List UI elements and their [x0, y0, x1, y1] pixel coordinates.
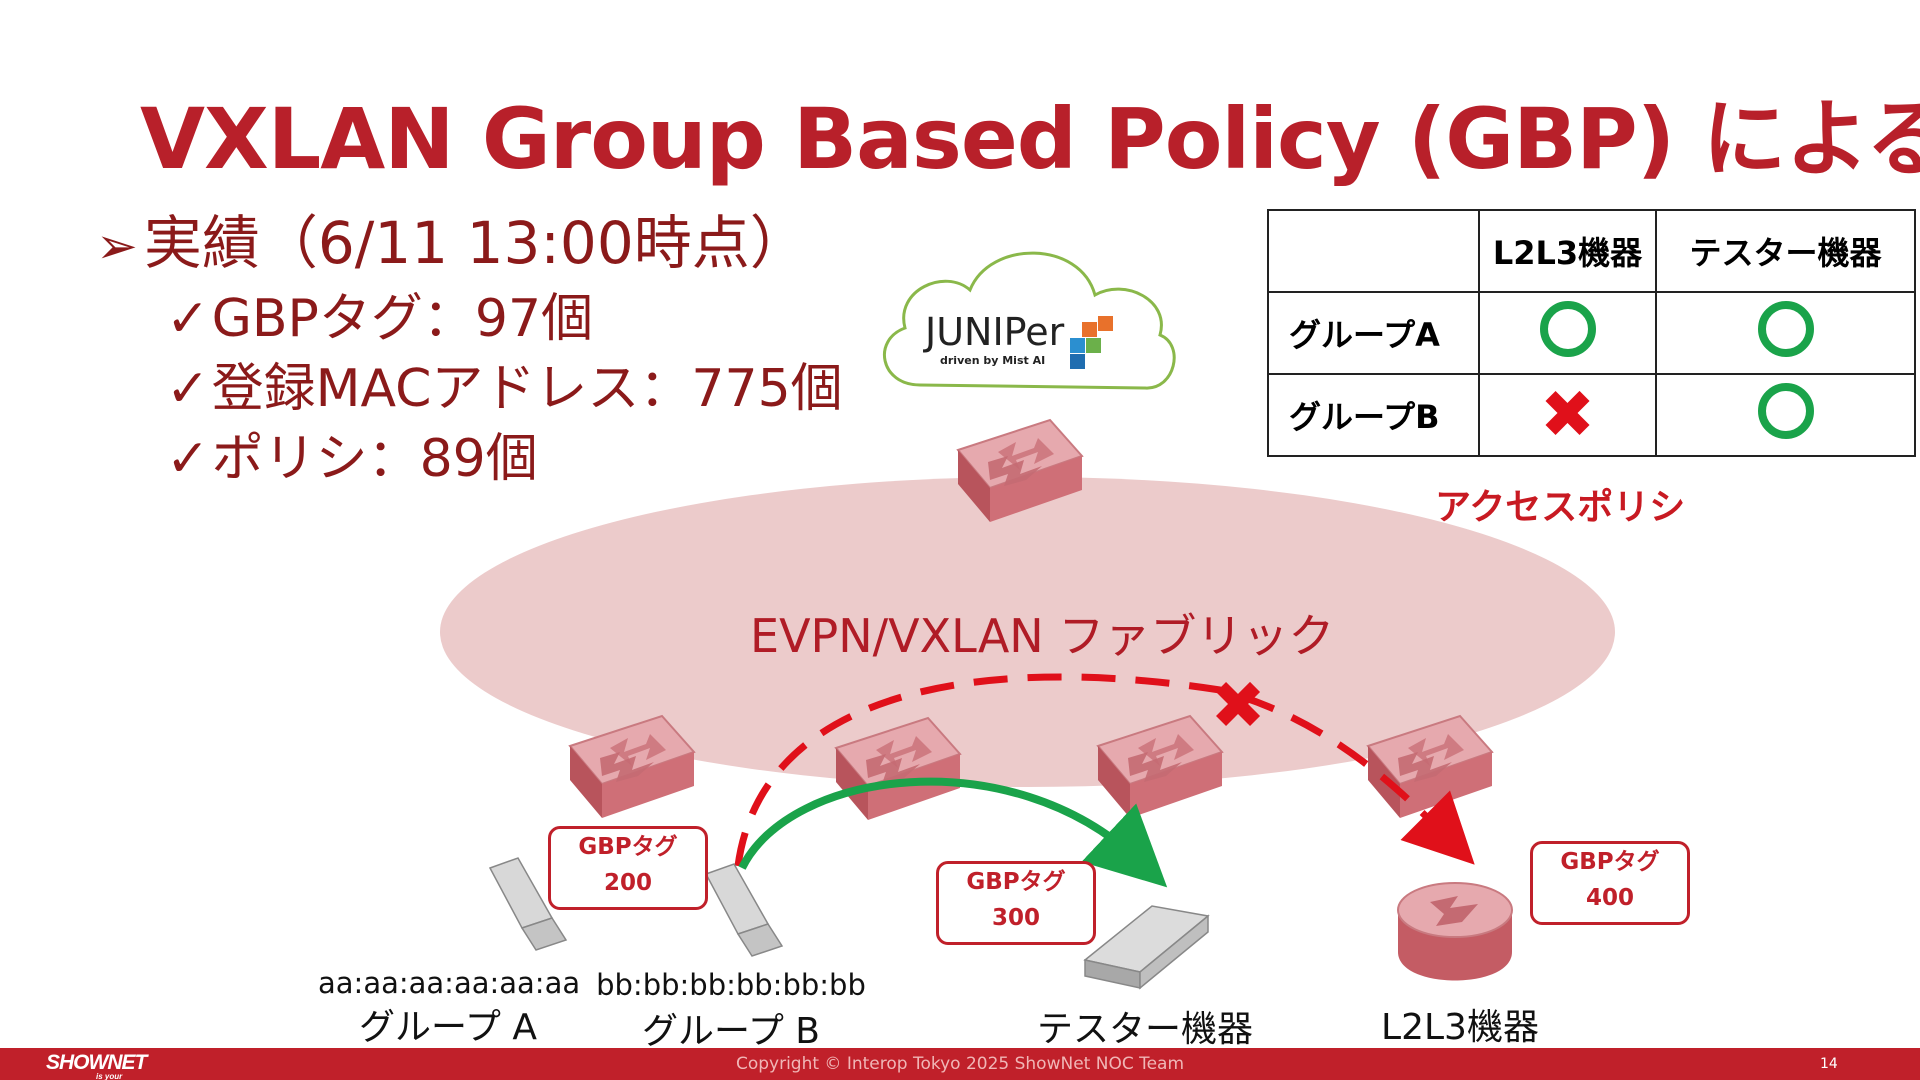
tag-label: GBPタグ [966, 869, 1066, 895]
gbp-tag-box: GBPタグ 200 [548, 826, 708, 910]
shownet-logo: SHOWNET is your network. [46, 1051, 147, 1080]
access-policy-table: L2L3機器 テスター機器 グループA グループB ✖ [1267, 209, 1916, 457]
group-a-label: グループ A [359, 1007, 537, 1048]
deny-cross-icon: ✖ [1539, 376, 1596, 453]
logo-tagline: is your network. [96, 1072, 123, 1080]
bullet-main-text: 実績（6/11 13:00時点） [143, 209, 808, 277]
bullet-item-text: GBPタグ：97個 [211, 289, 594, 349]
footer-copyright: Copyright © Interop Tokyo 2025 ShowNet N… [735, 1054, 1185, 1074]
allow-circle-icon [1539, 301, 1596, 357]
spine-switch-icon [957, 419, 1083, 523]
deny-cross-icon: ✖ [1210, 667, 1265, 744]
allow-circle-icon [1757, 383, 1814, 439]
policy-caption: アクセスポリシ [1435, 487, 1686, 528]
bullet-main: ➢実績（6/11 13:00時点） [96, 205, 843, 284]
table-header-cell: テスター機器 [1655, 209, 1916, 293]
tester-label: テスター機器 [1036, 1009, 1253, 1050]
table-header-row: L2L3機器 テスター機器 [1267, 209, 1916, 293]
table-header-cell [1267, 209, 1480, 293]
laptop-icon [488, 857, 568, 951]
cloud-brand: JUNIPer [923, 310, 1065, 354]
gbp-tag-box: GBPタグ 300 [936, 861, 1096, 945]
bullet-item: ✓GBPタグ：97個 [96, 284, 843, 354]
leaf-switch-icon [569, 715, 695, 819]
table-cell [1655, 291, 1916, 375]
l2l3-label: L2L3機器 [1381, 1007, 1539, 1048]
row-label: グループB [1267, 373, 1480, 457]
group-a-mac: aa:aa:aa:aa:aa:aa [318, 966, 581, 1000]
bullet-item: ✓登録MACアドレス：775個 [96, 354, 843, 424]
juniper-logo-icon [1070, 316, 1113, 369]
slide-title: VXLAN Group Based Policy (GBP) による制御 [140, 90, 1920, 188]
table-header-cell: L2L3機器 [1478, 209, 1657, 293]
bullet-item-text: ポリシ：89個 [211, 429, 538, 489]
bullet-item: ✓ポリシ：89個 [96, 424, 843, 494]
leaf-switch-icon [835, 717, 961, 821]
table-row: グループA [1267, 291, 1916, 375]
tag-label: GBPタグ [1560, 849, 1660, 875]
bullet-item-text: 登録MACアドレス：775個 [211, 359, 843, 419]
group-b-mac: bb:bb:bb:bb:bb:bb [596, 968, 866, 1002]
page-number: 14 [1820, 1056, 1838, 1072]
check-icon: ✓ [166, 359, 210, 419]
check-icon: ✓ [166, 289, 210, 349]
allow-path-arrow [738, 777, 1168, 888]
bullet-list: ➢実績（6/11 13:00時点） ✓GBPタグ：97個 ✓登録MACアドレス：… [96, 205, 843, 494]
tag-value: 300 [991, 905, 1040, 931]
tag-label: GBPタグ [578, 834, 678, 860]
leaf-switch-icon [1367, 715, 1493, 819]
arrow-bullet-icon: ➢ [96, 217, 138, 275]
table-cell [1478, 291, 1657, 375]
laptop-icon [704, 863, 784, 957]
cloud-icon [883, 251, 1176, 390]
fabric-label: EVPN/VXLAN ファブリック [750, 609, 1335, 663]
table-cell [1655, 373, 1916, 457]
leaf-switch-icon [1097, 715, 1223, 819]
cloud-sub: driven by Mist AI [940, 354, 1045, 367]
table-cell: ✖ [1478, 373, 1657, 457]
router-icon [1397, 882, 1513, 981]
allow-circle-icon [1757, 301, 1814, 357]
footer-bar: SHOWNET is your network. Copyright © Int… [0, 1048, 1920, 1080]
tag-value: 400 [1585, 885, 1634, 911]
deny-path-arrow [734, 673, 1475, 867]
group-b-label: グループ B [642, 1011, 820, 1052]
row-label: グループA [1267, 291, 1480, 375]
check-icon: ✓ [166, 429, 210, 489]
logo-text: SHOWNET [46, 1051, 147, 1074]
gbp-tag-box: GBPタグ 400 [1530, 841, 1690, 925]
tag-value: 200 [603, 870, 652, 896]
table-row: グループB ✖ [1267, 373, 1916, 457]
tester-server-icon [1083, 905, 1210, 990]
